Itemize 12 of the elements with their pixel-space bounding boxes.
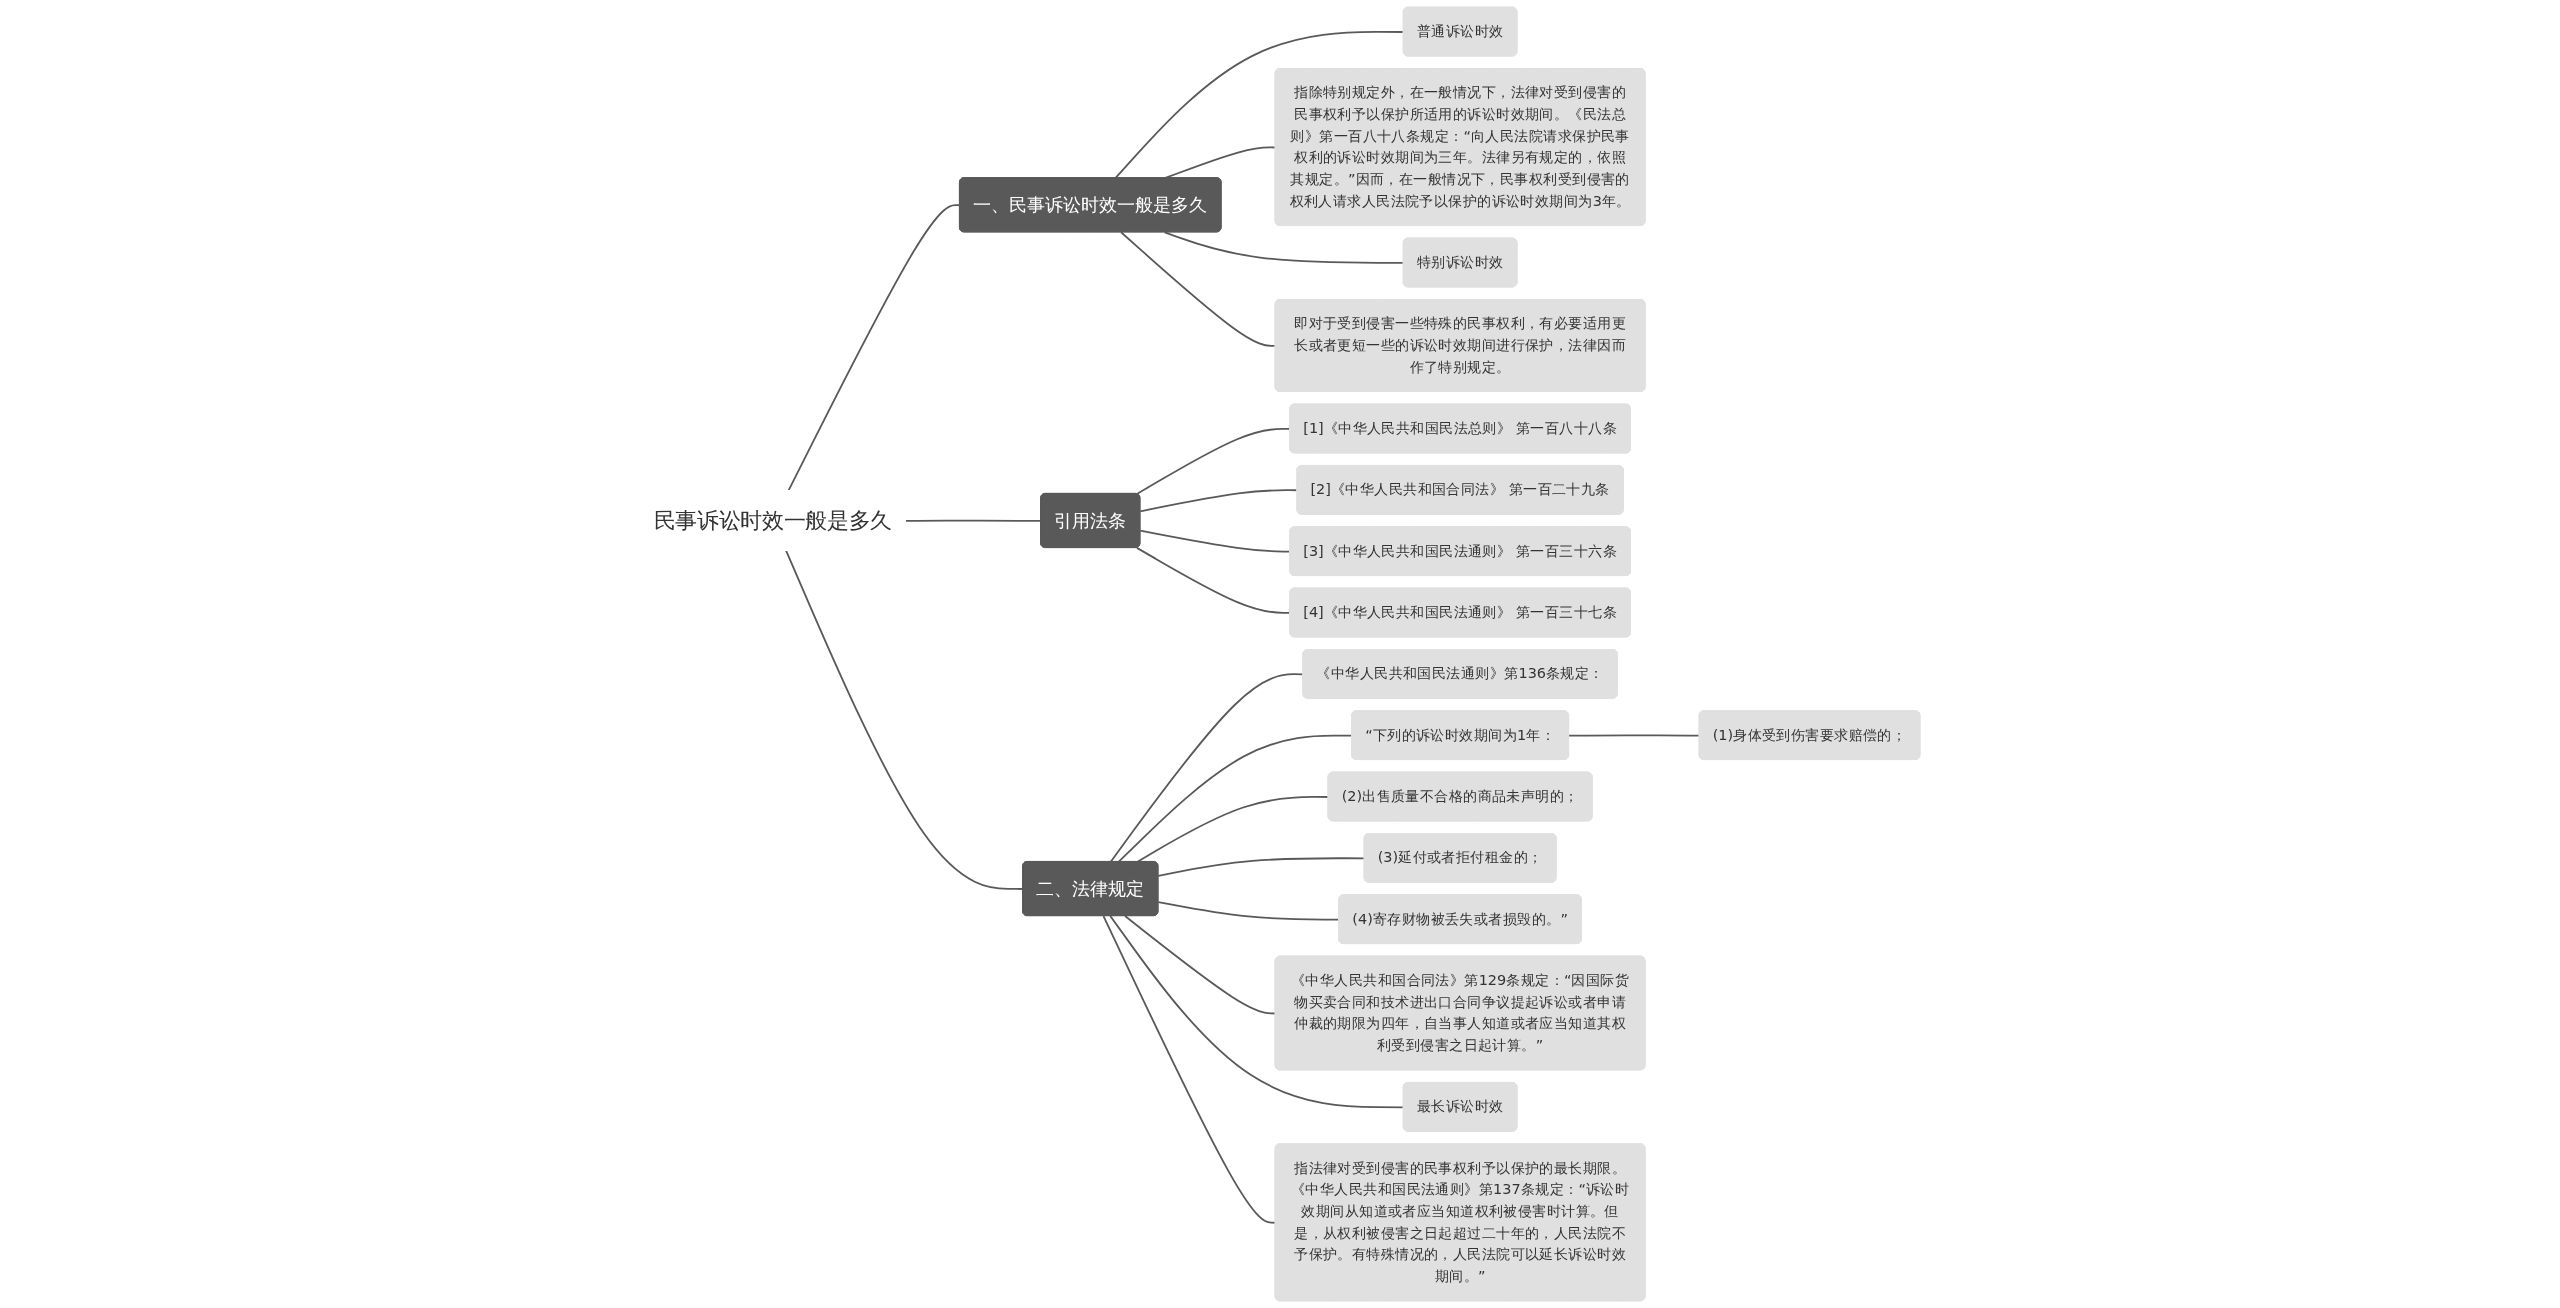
- connector: [1124, 915, 1277, 1015]
- connector: [1163, 231, 1405, 264]
- connector: [1117, 734, 1353, 863]
- connector: [1568, 734, 1701, 737]
- node-text: 民事诉讼时效一般是多久: [653, 507, 892, 534]
- connector: [1157, 857, 1366, 877]
- connector: [1109, 915, 1405, 1109]
- connector: [904, 519, 1042, 522]
- connector: [1102, 915, 1277, 1224]
- connector: [785, 549, 1024, 890]
- connector: [1136, 796, 1330, 863]
- connector: [1120, 231, 1277, 347]
